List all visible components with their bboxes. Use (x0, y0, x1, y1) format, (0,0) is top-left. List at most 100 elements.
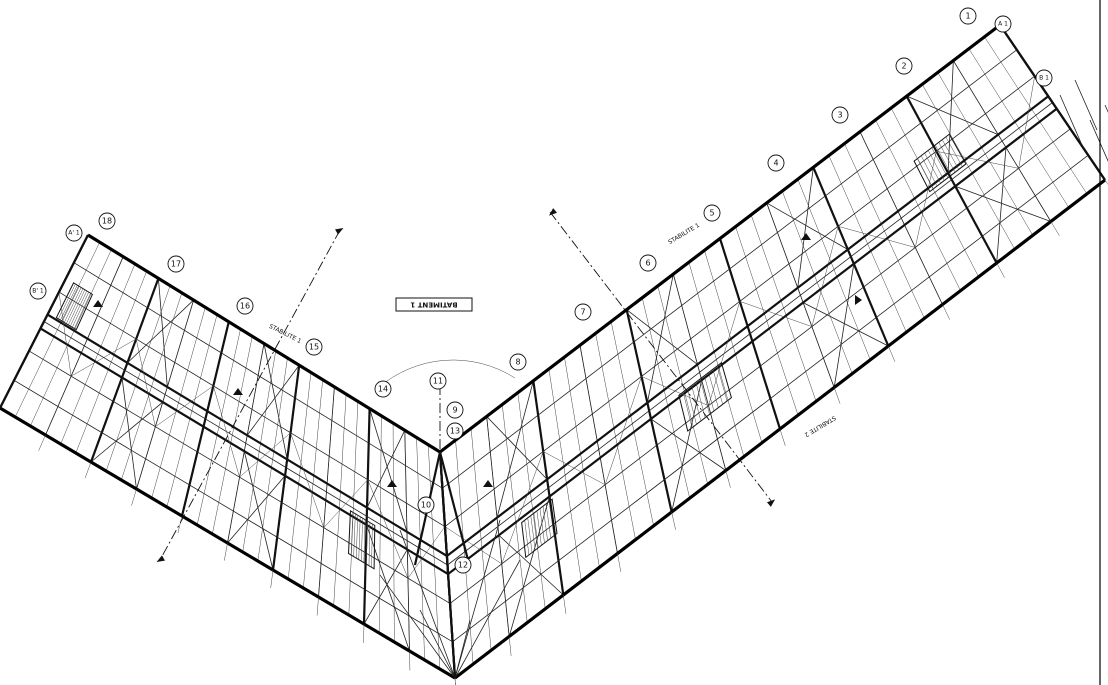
right-wing-outer-edge (439, 23, 1001, 454)
slope-arrow (855, 295, 862, 305)
section-arrow (548, 208, 557, 216)
right-wing-bracing (947, 60, 954, 173)
left-wing-longitudinal (13, 379, 453, 643)
grid-bubble-circle (446, 401, 464, 419)
grid-bubble-circle (98, 212, 116, 230)
grid-bubble-label: 6 (645, 259, 650, 268)
left-wing-stair-tread (70, 290, 88, 327)
right-wing-stair-tread (542, 506, 548, 541)
left-wing-stair-tread (60, 285, 78, 321)
grid-bubble-13: 13 (446, 422, 464, 440)
right-wing-bracing (906, 95, 999, 135)
right-wing-bracing (833, 263, 855, 388)
walkway-beam (1059, 94, 1083, 146)
left-wing-diagonal (71, 338, 137, 377)
left-wing-longitudinal (39, 327, 449, 575)
right-wing-bracing (498, 534, 564, 596)
right-wing-tick (563, 594, 567, 614)
right-wing-stair-tread (539, 508, 545, 544)
left-wing-bracing (243, 451, 274, 571)
grid-bubble-16: 16 (236, 297, 254, 315)
corner-valley-beam (438, 451, 457, 679)
grid-bubble-label: 8 (515, 358, 520, 367)
left-wing-diagonal (135, 338, 156, 427)
right-wing-framing (438, 23, 1108, 685)
slope-arrow (387, 480, 397, 487)
grid-bubble-alpha: A' 1 (65, 224, 83, 242)
left-wing-tick (454, 677, 456, 685)
right-wing-longitudinal (452, 154, 1089, 643)
left-wing-bracing (246, 364, 300, 436)
right-wing-stair-tread (935, 144, 952, 176)
right-wing-tick (1104, 179, 1108, 185)
left-wing-diagonal (155, 385, 214, 427)
right-wing-stair-tread (704, 375, 715, 412)
grid-bubble-circle (509, 353, 527, 371)
grid-bubble-circle (417, 496, 435, 514)
right-wing-stair-tread (945, 136, 963, 167)
right-wing-bracing (496, 380, 534, 518)
slope-arrow (233, 388, 243, 395)
grid-bubble-alpha-label: B 1 (1039, 75, 1049, 82)
right-wing-diagonal (543, 451, 606, 485)
grid-bubble-circle (994, 15, 1012, 33)
right-wing-bracing (996, 147, 1007, 264)
grid-bubble-label: 12 (458, 561, 468, 570)
right-wing-longitudinal (447, 107, 1058, 575)
grid-bubble-10: 10 (417, 496, 435, 514)
grid-bubble-label: 4 (773, 159, 778, 168)
right-wing-stair-tread (524, 520, 530, 555)
grid-bubble-5: 5 (703, 204, 721, 222)
grid-bubble-circle (767, 154, 785, 172)
right-wing-diagonal (641, 376, 709, 406)
grid-bubble-circle (959, 7, 977, 25)
grid-bubble-label: 11 (433, 377, 443, 386)
right-wing-longitudinal (446, 95, 1049, 557)
right-wing-diagonal (501, 451, 544, 564)
left-wing-diagonal (290, 432, 324, 528)
left-wing-stair-tread (74, 293, 91, 329)
right-wing-stair-tread (545, 503, 552, 539)
right-wing-tick (779, 428, 786, 446)
corner-radial-beam (399, 529, 456, 679)
right-wing-bracing (797, 167, 814, 288)
right-wing-diagonal (915, 151, 937, 248)
grid-bubble-2: 2 (895, 57, 913, 75)
right-wing-stair-tread (942, 139, 959, 170)
grid-bubble-label: 9 (452, 406, 457, 415)
grid-bubble-label: 1 (965, 12, 970, 21)
right-wing-tick (671, 511, 676, 530)
left-wing-diagonal (323, 479, 368, 528)
left-wing-longitudinal (73, 262, 443, 489)
grid-bubble-8: 8 (509, 353, 527, 371)
left-wing-outer-edge (87, 233, 441, 454)
grid-bubble-label: 14 (378, 385, 388, 394)
grid-bubble-circle (29, 282, 47, 300)
right-wing-stair-tread (938, 142, 956, 173)
right-wing-stair (521, 498, 558, 559)
left-wing-stair-tread (361, 518, 363, 562)
grid-bubble-17: 17 (167, 255, 185, 273)
left-wing-bracing (121, 377, 137, 490)
left-wing-stair-tread (62, 286, 80, 322)
right-wing-stair-tread (527, 517, 533, 553)
right-wing-tick (617, 553, 622, 572)
left-wing-tick (224, 542, 228, 561)
building-title: BATIMENT 1 (410, 301, 457, 309)
left-wing-stair-tread (350, 512, 354, 556)
left-wing-tick (84, 461, 92, 479)
grid-bubble-label: 5 (709, 209, 714, 218)
left-wing-tick (38, 434, 46, 451)
grid-bubble-14: 14 (374, 380, 392, 398)
grid-bubble-circle (374, 380, 392, 398)
right-wing-diagonal (838, 226, 916, 248)
stability-label-right-lower: STABILITE 2 (803, 414, 837, 438)
right-wing-bracing (671, 380, 703, 513)
left-wing-longitudinal (43, 321, 448, 566)
grid-bubble-18: 18 (98, 212, 116, 230)
right-wing-stair-tread (716, 365, 728, 402)
grid-bubble-label: 10 (421, 501, 431, 510)
grid-bubble-label: 7 (580, 308, 585, 317)
right-wing-stair-tread (708, 372, 719, 408)
